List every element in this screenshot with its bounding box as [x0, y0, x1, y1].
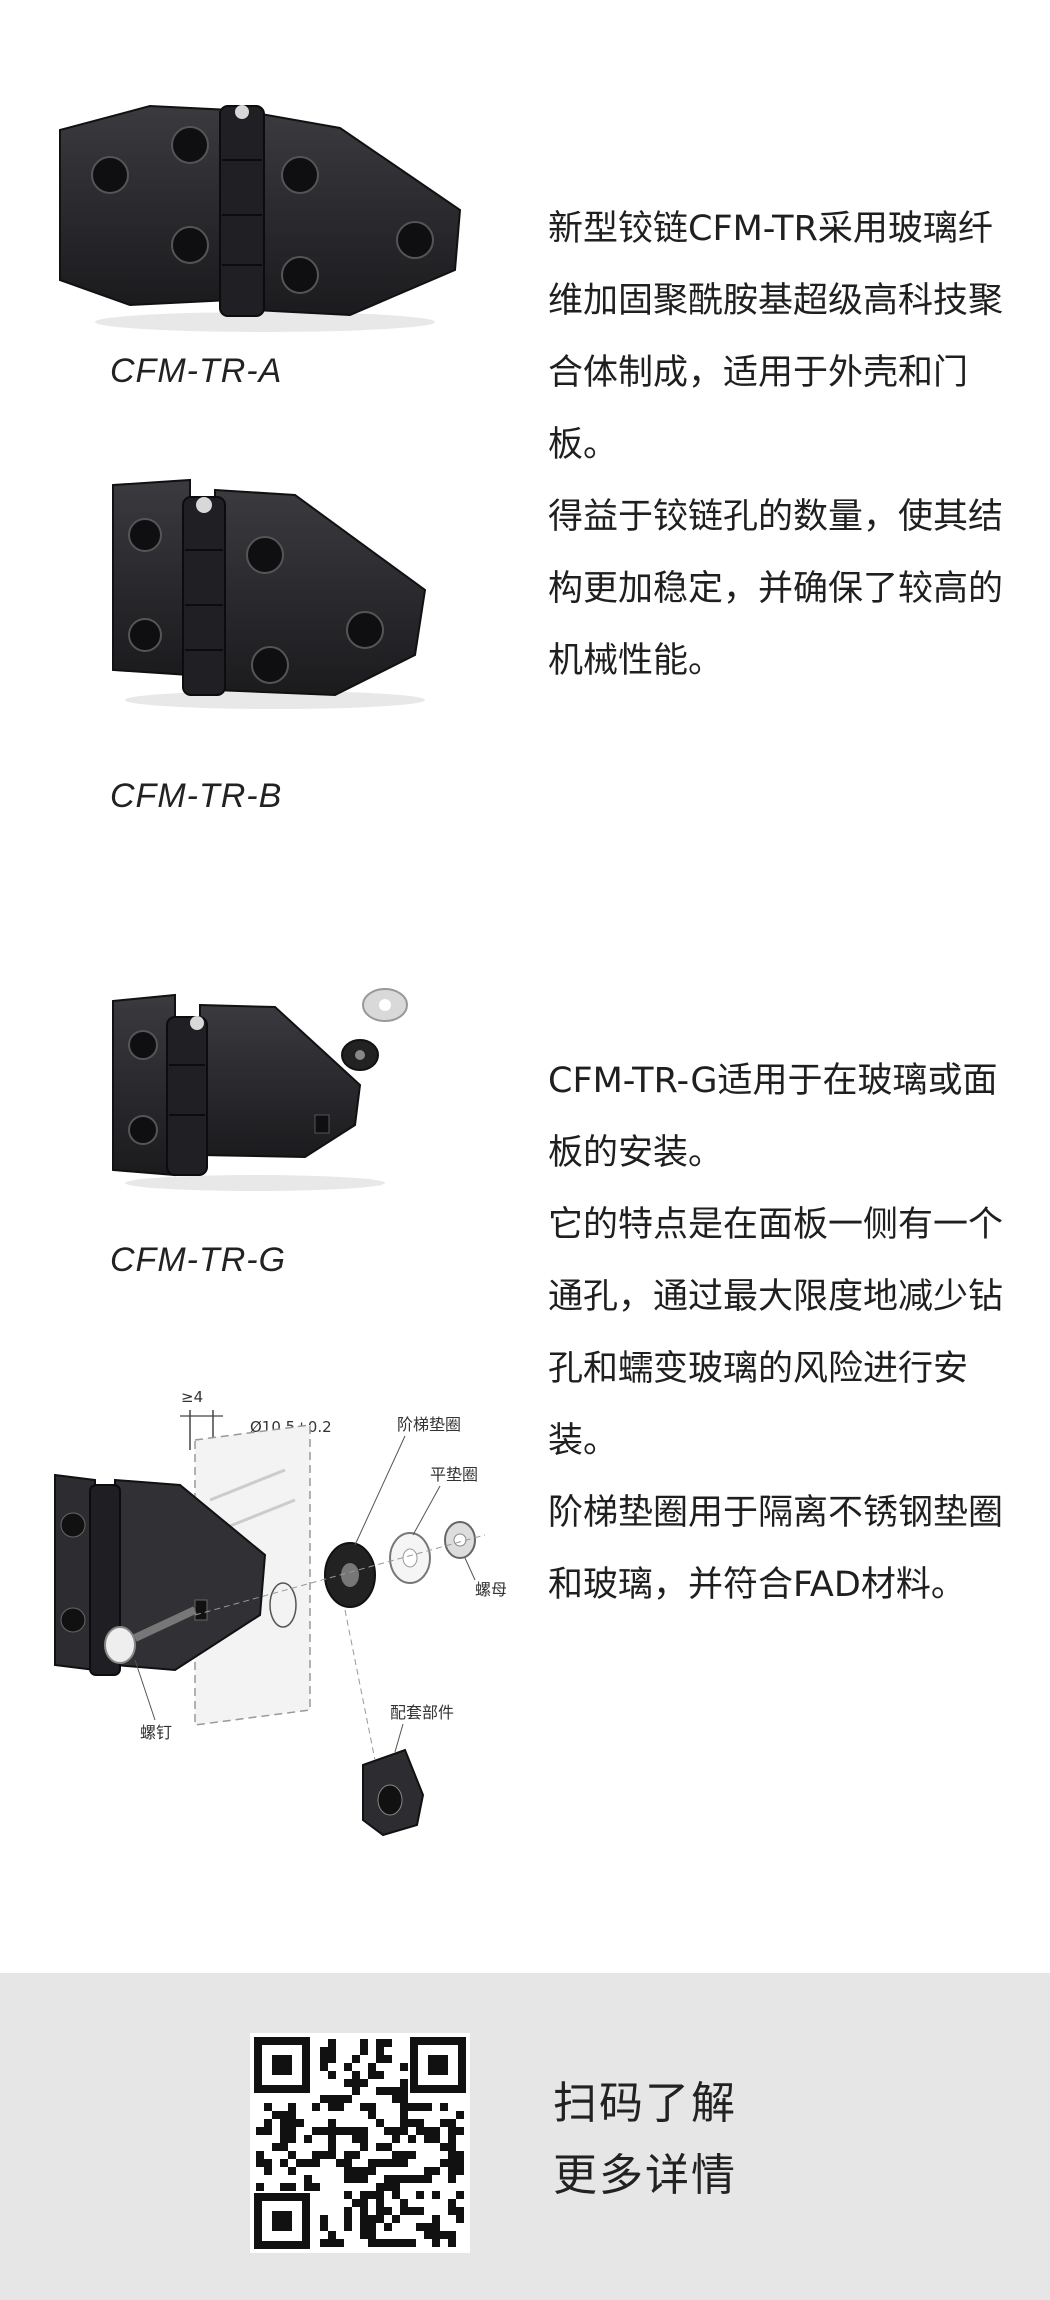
footer-panel: 扫码了解 更多详情 [0, 1973, 1050, 2300]
product-caption-a: CFM-TR-A [110, 352, 283, 390]
g-paragraph-3: 阶梯垫圈用于隔离不锈钢垫圈和玻璃，并符合FAD材料。 [548, 1493, 1004, 1605]
label-flat-washer: 平垫圈 [430, 1465, 478, 1484]
g-paragraph-2: 它的特点是在面板一侧有一个通孔，通过最大限度地减少钻孔和蠕变玻璃的风险进行安装。 [548, 1205, 1004, 1461]
assembly-diagram: ≥4 Ø10.5+0.2 螺钉 阶梯垫圈 平垫圈 螺母 [45, 1380, 525, 1850]
label-accessory: 配套部件 [390, 1703, 454, 1722]
hinge-a-image [50, 100, 470, 340]
label-screw: 螺钉 [140, 1723, 172, 1742]
product-caption-b: CFM-TR-B [110, 777, 283, 815]
cta-line-1: 扫码了解 [553, 2078, 737, 2129]
dim-thickness-label: ≥4 [181, 1388, 203, 1406]
intro-paragraph-1: 新型铰链CFM-TR采用玻璃纤维加固聚酰胺基超级高科技聚合体制成，适用于外壳和门… [548, 209, 1004, 465]
product-caption-g: CFM-TR-G [110, 1241, 287, 1279]
label-nut: 螺母 [475, 1580, 507, 1599]
g-description-text: CFM-TR-G适用于在玻璃或面板的安装。 它的特点是在面板一侧有一个通孔，通过… [548, 1045, 1008, 1621]
intro-paragraph-2: 得益于铰链孔的数量，使其结构更加稳定，并确保了较高的机械性能。 [548, 497, 1004, 681]
scan-cta-text: 扫码了解 更多详情 [553, 2068, 737, 2212]
intro-text: 新型铰链CFM-TR采用玻璃纤维加固聚酰胺基超级高科技聚合体制成，适用于外壳和门… [548, 193, 1008, 697]
cta-line-2: 更多详情 [553, 2150, 737, 2201]
g-paragraph-1: CFM-TR-G适用于在玻璃或面板的安装。 [548, 1061, 998, 1173]
hinge-g-image [105, 975, 425, 1195]
hinge-b-image [105, 475, 435, 715]
label-step-washer: 阶梯垫圈 [397, 1415, 461, 1434]
qr-code-image[interactable] [250, 2033, 470, 2253]
